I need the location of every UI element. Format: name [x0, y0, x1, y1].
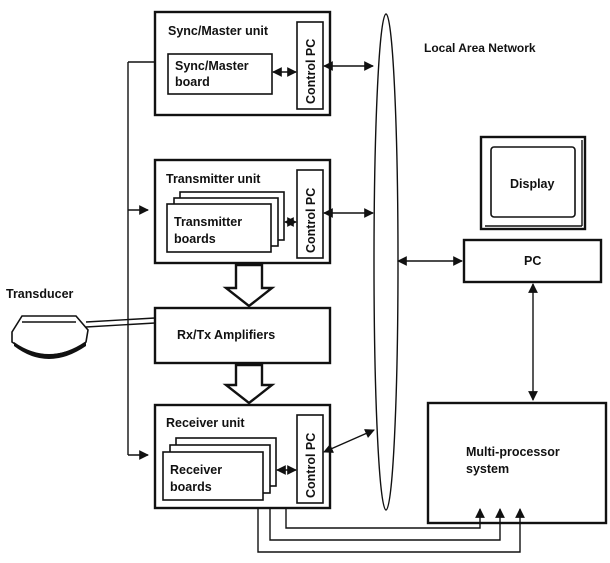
- tx-to-amp-arrow: [222, 263, 276, 308]
- receiver-data-lines: [257, 508, 525, 553]
- display-monitor: Display: [479, 135, 587, 231]
- sync-control-pc-label: Control PC: [304, 39, 318, 104]
- transmitter-board-front: [166, 203, 272, 253]
- transmitter-unit: Transmitter unit Transmitter boards Cont…: [153, 158, 332, 265]
- sync-master-unit: Sync/Master unit Sync/Master board Contr…: [153, 10, 332, 117]
- amp-to-rx-arrow: [222, 363, 276, 405]
- rx-tx-amplifiers-label: Rx/Tx Amplifiers: [177, 328, 275, 342]
- multiprocessor-label-2: system: [466, 462, 509, 476]
- multiprocessor-system: [426, 401, 608, 525]
- receiver-control-pc-label: Control PC: [304, 433, 318, 498]
- transmitter-control-pc-label: Control PC: [304, 188, 318, 253]
- transmitter-boards-label-1: Transmitter: [174, 215, 242, 229]
- left-bus-lines: [127, 61, 155, 460]
- transmitter-unit-label: Transmitter unit: [166, 172, 261, 186]
- receiver-boards-label-2: boards: [170, 480, 212, 494]
- sync-master-board: [167, 53, 273, 95]
- pc-label: PC: [524, 254, 541, 268]
- receiver-control-pc: [296, 414, 324, 504]
- display-screen: [490, 146, 576, 218]
- receiver-unit-label: Receiver unit: [166, 416, 245, 430]
- receiver-unit: Receiver unit Receiver boards Control PC: [153, 403, 332, 510]
- pc-box: [462, 238, 603, 284]
- transmitter-boards-label-2: boards: [174, 232, 216, 246]
- sync-master-board-label-1: Sync/Master: [175, 59, 249, 73]
- rx-tx-amplifiers: [153, 306, 332, 365]
- transducer-label: Transducer: [6, 287, 74, 301]
- multiprocessor-label-1: Multi-processor: [466, 445, 560, 459]
- sync-master-board-label-2: board: [175, 75, 210, 89]
- transducer-icon: [11, 315, 156, 359]
- transmitter-control-pc: [296, 169, 324, 259]
- sync-control-pc: [296, 21, 324, 110]
- receiver-lan-link: [323, 429, 375, 453]
- lan-bus: [373, 13, 399, 511]
- receiver-board-front: [162, 451, 264, 501]
- receiver-boards-label-1: Receiver: [170, 463, 222, 477]
- lan-label: Local Area Network: [424, 41, 536, 55]
- display-label: Display: [510, 177, 555, 191]
- sync-master-unit-label: Sync/Master unit: [168, 24, 269, 38]
